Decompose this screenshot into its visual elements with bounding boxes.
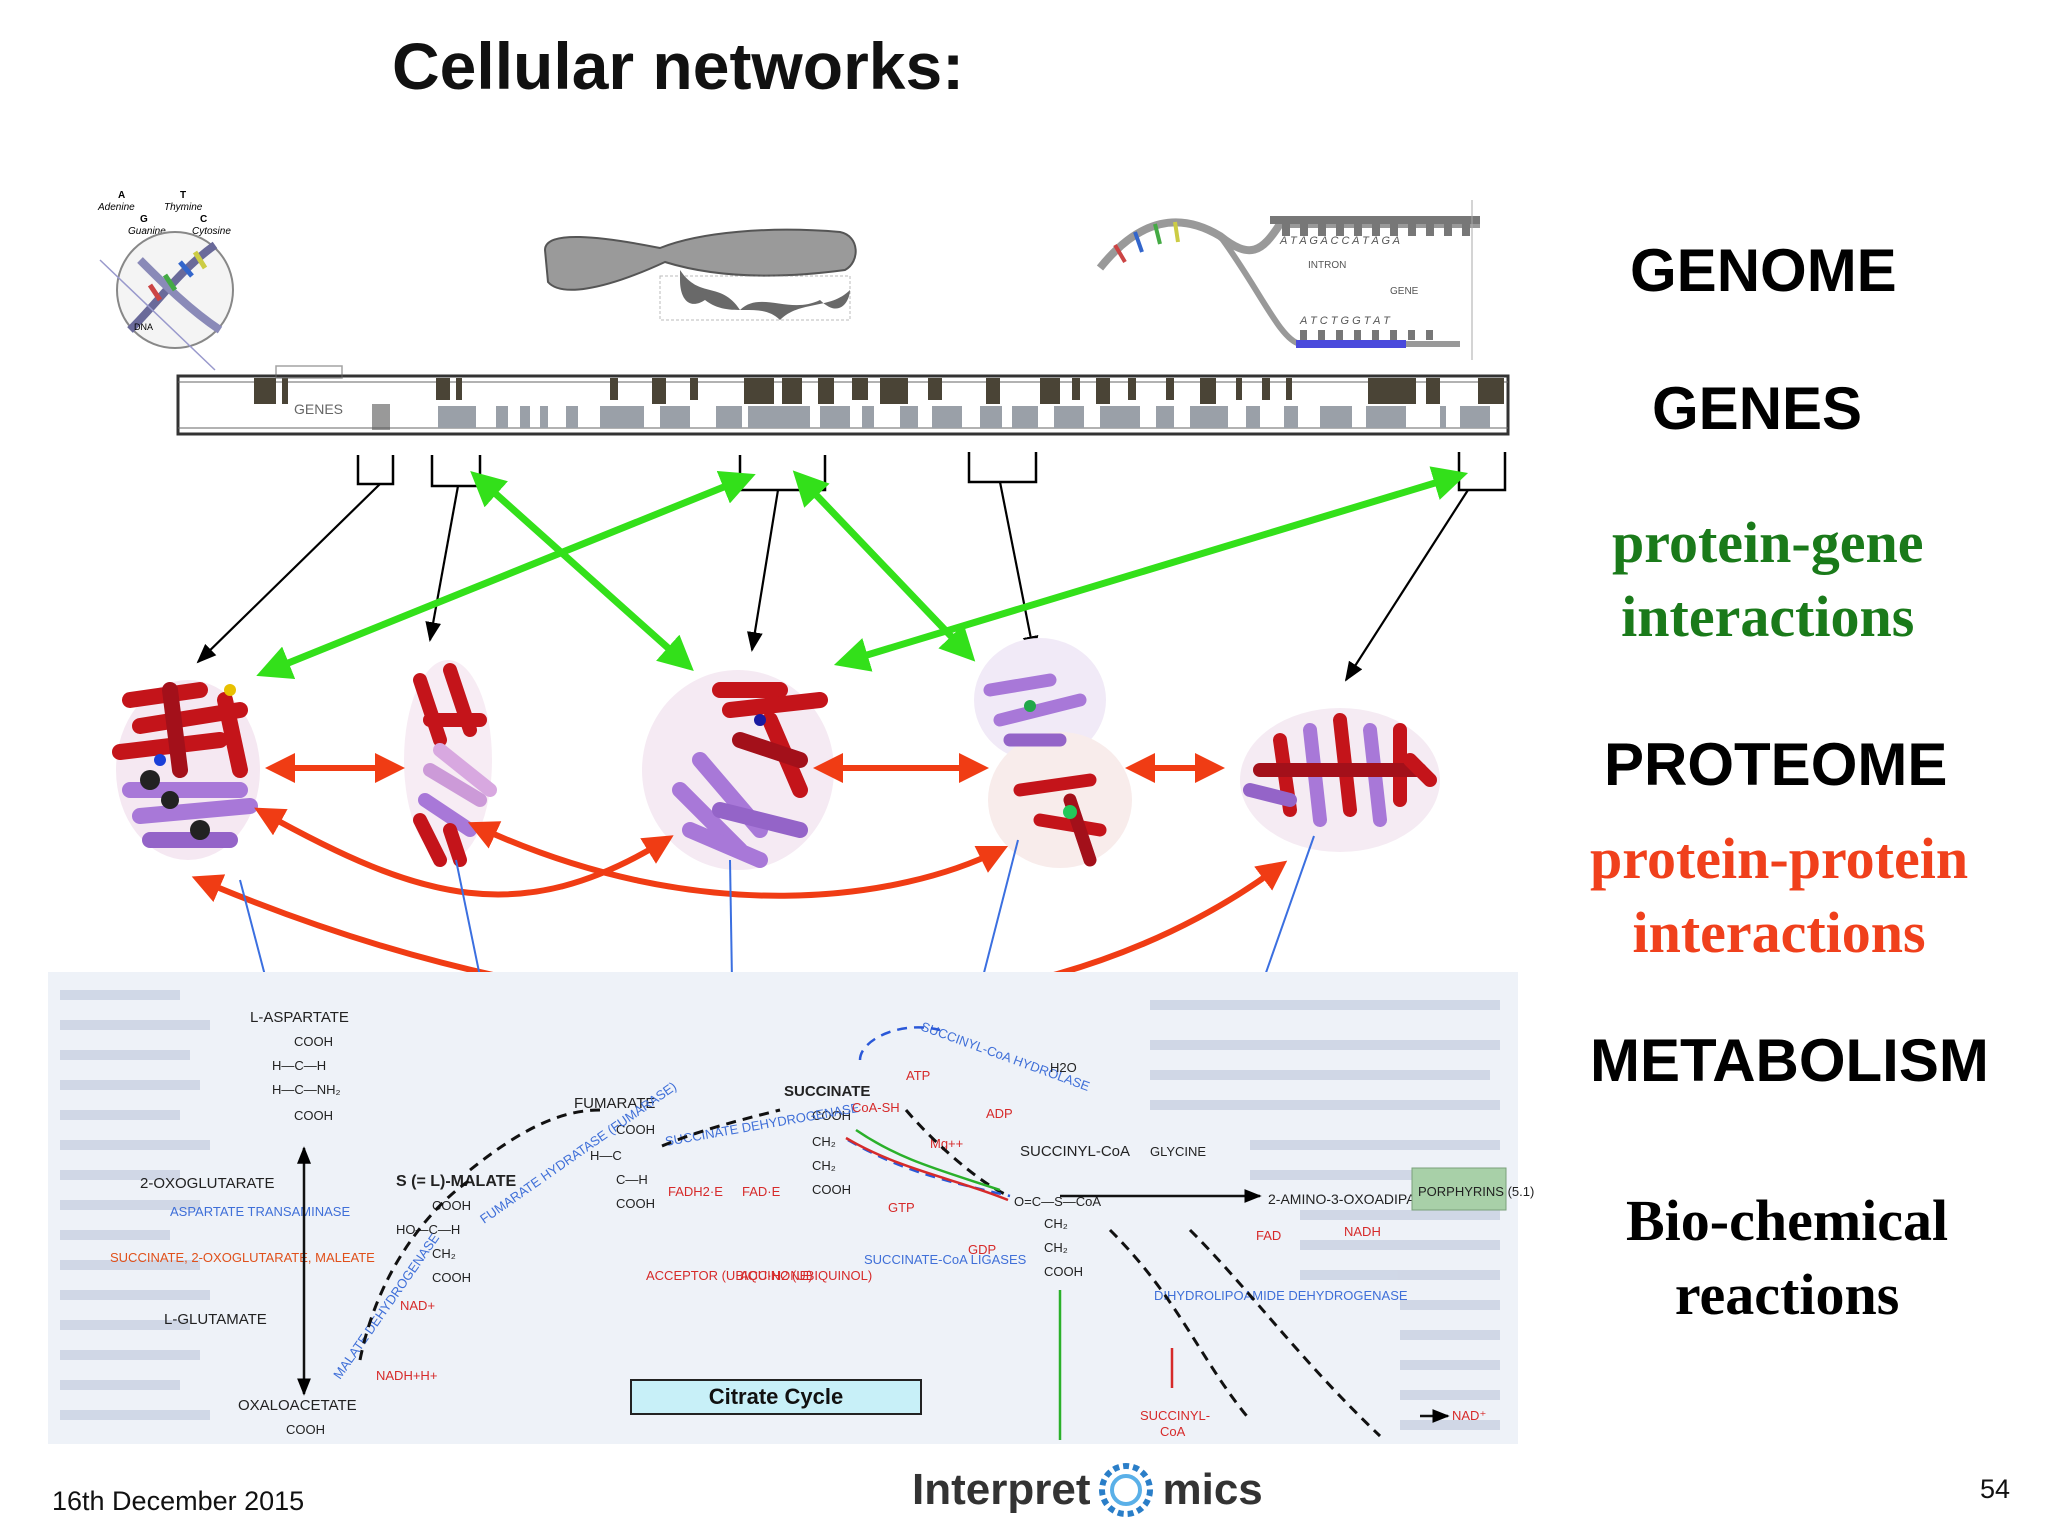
- guanine-label: Guanine: [128, 226, 166, 237]
- compound-fumarate: FUMARATE: [574, 1095, 655, 1112]
- svg-text:H—C—H: H—C—H: [272, 1058, 326, 1073]
- citrate-cycle-caption: Citrate Cycle: [709, 1384, 844, 1409]
- dna-helix-illustration: A Adenine T Thymine G Guanine C Cytosine…: [97, 190, 234, 371]
- svg-text:C—H: C—H: [616, 1172, 648, 1187]
- protein-structure-5: [1240, 708, 1440, 852]
- compound-glycine: GLYCINE: [1150, 1144, 1206, 1159]
- svg-text:H—C: H—C: [590, 1148, 622, 1163]
- page-number: 54: [1980, 1474, 2011, 1504]
- label-metabolism: METABOLISM: [1590, 1027, 1989, 1094]
- compound-succinate: SUCCINATE: [784, 1083, 870, 1100]
- cofactor-mg: Mg++: [930, 1136, 963, 1151]
- svg-text:COOH: COOH: [294, 1108, 333, 1123]
- protein-structure-4: [974, 638, 1132, 868]
- cofactor-nad: NAD+: [400, 1298, 435, 1313]
- protein-structure-1: [112, 680, 260, 860]
- svg-text:COOH: COOH: [616, 1122, 655, 1137]
- gene-label: GENE: [1390, 286, 1419, 297]
- omics-ring-icon: [1099, 1463, 1154, 1517]
- intron-label: INTRON: [1308, 260, 1346, 271]
- logo-text-left: Interpret: [912, 1465, 1091, 1514]
- chromosome-illustration: [543, 228, 857, 321]
- svg-text:COOH: COOH: [812, 1182, 851, 1197]
- citrate-cycle-caption-box: [630, 1379, 922, 1415]
- svg-text:CH₂: CH₂: [812, 1134, 836, 1149]
- gene-brackets: [356, 452, 1507, 492]
- svg-text:FAD: FAD: [1256, 1228, 1281, 1243]
- svg-text:HO—C—H: HO—C—H: [396, 1222, 460, 1237]
- svg-text:COOH: COOH: [286, 1422, 325, 1437]
- cytosine-label: Cytosine: [192, 226, 231, 237]
- enzyme-succinate-coa-ligases: SUCCINATE-CoA LIGASES: [864, 1252, 1027, 1267]
- svg-text:CH₂: CH₂: [1044, 1216, 1068, 1231]
- dna-sequence-illustration: A T A G A C C A T A G A INTRON GENE A T …: [1096, 200, 1480, 360]
- sequence-top: A T A G A C C A T A G A: [1279, 235, 1400, 247]
- logo-text-right: mics: [1162, 1465, 1263, 1514]
- svg-text:COOH: COOH: [294, 1034, 333, 1049]
- svg-text:SUCCINYL-: SUCCINYL-: [1140, 1408, 1210, 1423]
- cofactor-gdp: GDP: [968, 1242, 996, 1257]
- enzyme-dihydrolipoamide-dehydrogenase: DIHYDROLIPOAMIDE DEHYDROGENASE: [1154, 1288, 1408, 1303]
- cofactor-atp: ATP: [906, 1068, 930, 1083]
- interpretomics-logo: Interpret mics: [912, 1460, 1263, 1520]
- svg-text:COOH: COOH: [1044, 1264, 1083, 1279]
- svg-text:NADH: NADH: [1344, 1224, 1381, 1239]
- cofactor-adp: ADP: [986, 1106, 1013, 1121]
- compound-l-aspartate: L-ASPARTATE: [250, 1009, 349, 1026]
- dna-label: DNA: [134, 322, 153, 332]
- svg-text:CH₂: CH₂: [812, 1158, 836, 1173]
- protein-structure-3: [642, 670, 834, 870]
- svg-text:O=C—S—CoA: O=C—S—CoA: [1014, 1194, 1101, 1209]
- label-genes: GENES: [1652, 375, 1863, 442]
- slide-title: Cellular networks:: [392, 29, 965, 103]
- network-diagram: A Adenine T Thymine G Guanine C Cytosine…: [48, 190, 1534, 1444]
- compound-oxaloacetate: OXALOACETATE: [238, 1397, 357, 1414]
- inhibitor-list: SUCCINATE, 2-OXOGLUTARATE, MALEATE: [110, 1250, 375, 1265]
- cofactor-h2o: H2O: [1050, 1060, 1077, 1075]
- thymine-label: Thymine: [164, 202, 203, 213]
- cofactor-gtp: GTP: [888, 1200, 915, 1215]
- genes-strip: GENES: [176, 365, 1510, 436]
- metabolic-pathway-figure: L-ASPARTATE COOH H—C—H H—C—NH₂ COOH 2-OX…: [48, 972, 1534, 1444]
- enzyme-aspartate-transaminase: ASPARTATE TRANSAMINASE: [170, 1204, 350, 1219]
- cofactor-fadh2: FADH2·E: [668, 1184, 723, 1199]
- svg-text:T: T: [180, 190, 186, 201]
- compound-2-amino-3-oxoadipate: 2-AMINO-3-OXOADIPATE: [1268, 1191, 1432, 1207]
- svg-text:COOH: COOH: [432, 1270, 471, 1285]
- compound-porphyrins: PORPHYRINS (5.1): [1418, 1184, 1534, 1199]
- svg-text:COOH: COOH: [616, 1196, 655, 1211]
- compound-l-glutamate: L-GLUTAMATE: [164, 1311, 267, 1328]
- label-genome: GENOME: [1630, 237, 1897, 304]
- footer-date: 16th December 2015: [52, 1486, 305, 1516]
- svg-text:CoA: CoA: [1160, 1424, 1186, 1439]
- svg-text:CH₂: CH₂: [432, 1246, 456, 1261]
- sequence-bottom: A T C T G G T A T: [1299, 315, 1391, 327]
- svg-text:H—C—NH₂: H—C—NH₂: [272, 1082, 341, 1097]
- svg-text:COOH: COOH: [432, 1198, 471, 1213]
- svg-text:CH₂: CH₂: [1044, 1240, 1068, 1255]
- label-proteome: PROTEOME: [1604, 731, 1948, 798]
- svg-text:C: C: [200, 214, 207, 225]
- svg-text:COOH: COOH: [812, 1108, 851, 1123]
- svg-text:G: G: [140, 214, 148, 225]
- acceptor-ubiquinol: ACC·H2 (UBIQUINOL): [740, 1268, 872, 1283]
- genes-strip-label: GENES: [294, 401, 343, 417]
- cofactor-nadh: NADH+H+: [376, 1368, 437, 1383]
- svg-text:NAD⁺: NAD⁺: [1452, 1408, 1486, 1423]
- compound-succinyl-coa: SUCCINYL-CoA: [1020, 1143, 1130, 1160]
- svg-text:A: A: [118, 190, 125, 201]
- protein-gene-arrows: [256, 466, 1469, 680]
- compound-2-oxoglutarate: 2-OXOGLUTARATE: [140, 1175, 274, 1192]
- acceptor-ubiquinone: ACCEPTOR (UBIQUINONE): [646, 1268, 813, 1283]
- cofactor-coa-sh: CoA-SH: [852, 1100, 900, 1115]
- adenine-label: Adenine: [97, 202, 135, 213]
- compound-malate: S (= L)-MALATE: [396, 1173, 516, 1190]
- cofactor-fad: FAD·E: [742, 1184, 781, 1199]
